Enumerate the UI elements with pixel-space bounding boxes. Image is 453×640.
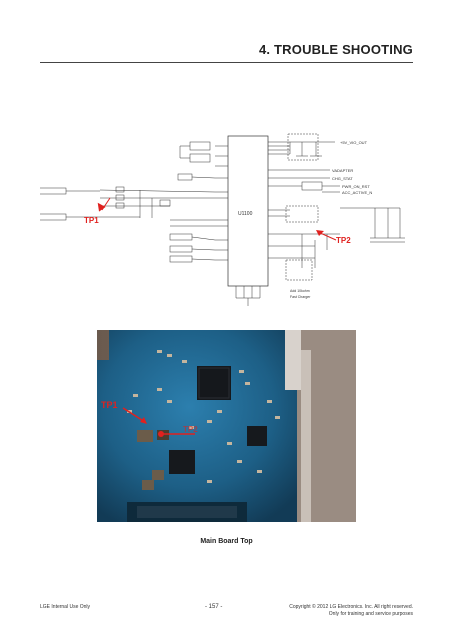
schematic-note-2: Fast Charger	[290, 295, 311, 299]
net-label-chg-stat: CHG_STAT	[332, 176, 353, 181]
section-title: 4. TROUBLE SHOOTING	[258, 42, 413, 57]
page-footer: LGE Internal Use Only - 157 - Copyright …	[40, 604, 413, 628]
net-label-pwr-on-rst: PWR_ON_RST	[342, 184, 370, 189]
left-network	[99, 141, 216, 263]
copyright-line-2: Only for training and service purposes	[328, 611, 413, 617]
footer-copyright: Copyright © 2012 LG Electronics. Inc. Al…	[289, 604, 413, 618]
footer-internal-notice: LGE Internal Use Only	[40, 604, 91, 610]
ic-left-pins	[215, 145, 228, 261]
header-divider	[40, 62, 413, 63]
photo-tp2-marker: TP2	[158, 425, 198, 437]
photo-tp1-label: TP1	[101, 400, 118, 410]
schematic-tp1-label: TP1	[84, 216, 99, 225]
ic-u1100-body	[227, 135, 269, 287]
photo-tp1-marker: TP1	[101, 400, 147, 424]
board-photo-svg: TP1 TP2	[97, 330, 356, 522]
pcb-main-ic	[197, 366, 231, 400]
right-network	[285, 133, 405, 281]
schematic-tp2-marker: TP2	[316, 230, 351, 245]
ic-bottom-pins	[235, 286, 261, 306]
page-header: 4. TROUBLE SHOOTING	[0, 40, 453, 64]
ic-right-pins	[268, 141, 290, 259]
schematic-tp1-marker: TP1	[84, 197, 111, 225]
left-connectors	[31, 187, 140, 221]
photo-caption: Main Board Top	[200, 538, 253, 545]
schematic-svg: U1100	[31, 133, 405, 306]
schematic-note-1: Add 10kohm	[290, 289, 310, 293]
net-label-acc-active: ACC_ACTIVE_N	[342, 190, 372, 195]
pcb-board	[97, 330, 302, 522]
net-label-5v-vio: +5V_VIO_OUT	[340, 140, 368, 145]
photo-tp2-label: TP2	[183, 425, 198, 434]
net-label-vadapter: VADAPTER	[332, 168, 353, 173]
schematic-tp2-label: TP2	[336, 236, 351, 245]
copyright-line-1: Copyright © 2012 LG Electronics. Inc. Al…	[289, 604, 413, 610]
ic-u1100-label: U1100	[238, 211, 253, 217]
main-board-photo: TP1 TP2	[97, 330, 356, 522]
schematic-diagram: U1100	[31, 128, 415, 318]
page-number: - 157 -	[205, 604, 223, 610]
